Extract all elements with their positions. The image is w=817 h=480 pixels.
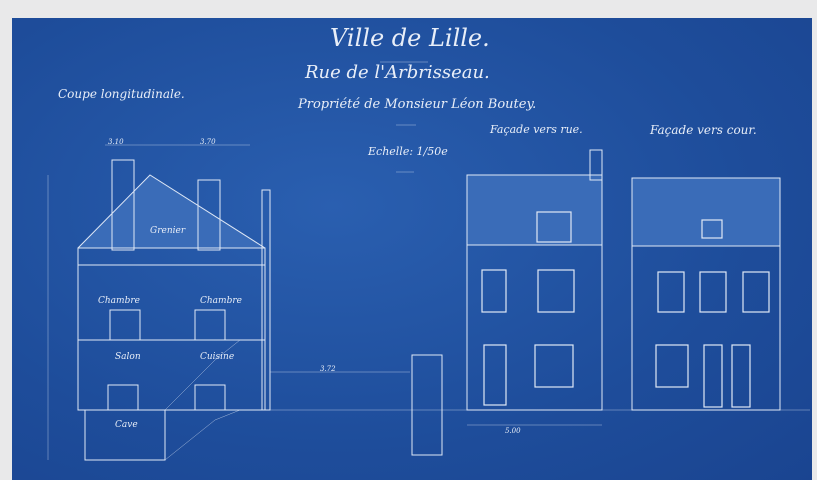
dimension-label: 3.10	[108, 138, 124, 146]
dimension-label: 3.72	[320, 365, 336, 373]
street-name: Rue de l'Arbrisseau.	[305, 62, 490, 83]
court-facade	[631, 177, 781, 411]
drawing-title: Ville de Lille.	[330, 24, 490, 52]
street-facade-title: Façade vers rue.	[490, 123, 583, 136]
dimension-label: 5.00	[505, 427, 521, 435]
blueprint-paper	[12, 18, 812, 480]
owner-line: Propriété de Monsieur Léon Boutey.	[298, 97, 537, 112]
room-attic-label: Grenier	[150, 226, 186, 236]
street-facade	[466, 149, 603, 426]
room-bedroom-label: Chambre	[200, 296, 242, 306]
section-title: Coupe longitudinale.	[58, 87, 185, 101]
court-facade-title: Façade vers cour.	[650, 123, 757, 137]
scale-label: Echelle: 1/50e	[368, 145, 448, 158]
room-bedroom-label: Chambre	[98, 296, 140, 306]
longitudinal-section	[47, 144, 271, 461]
dimension-label: 3.70	[200, 138, 216, 146]
room-cellar-label: Cave	[115, 420, 138, 430]
room-salon-label: Salon	[115, 352, 141, 362]
room-kitchen-label: Cuisine	[200, 352, 235, 362]
